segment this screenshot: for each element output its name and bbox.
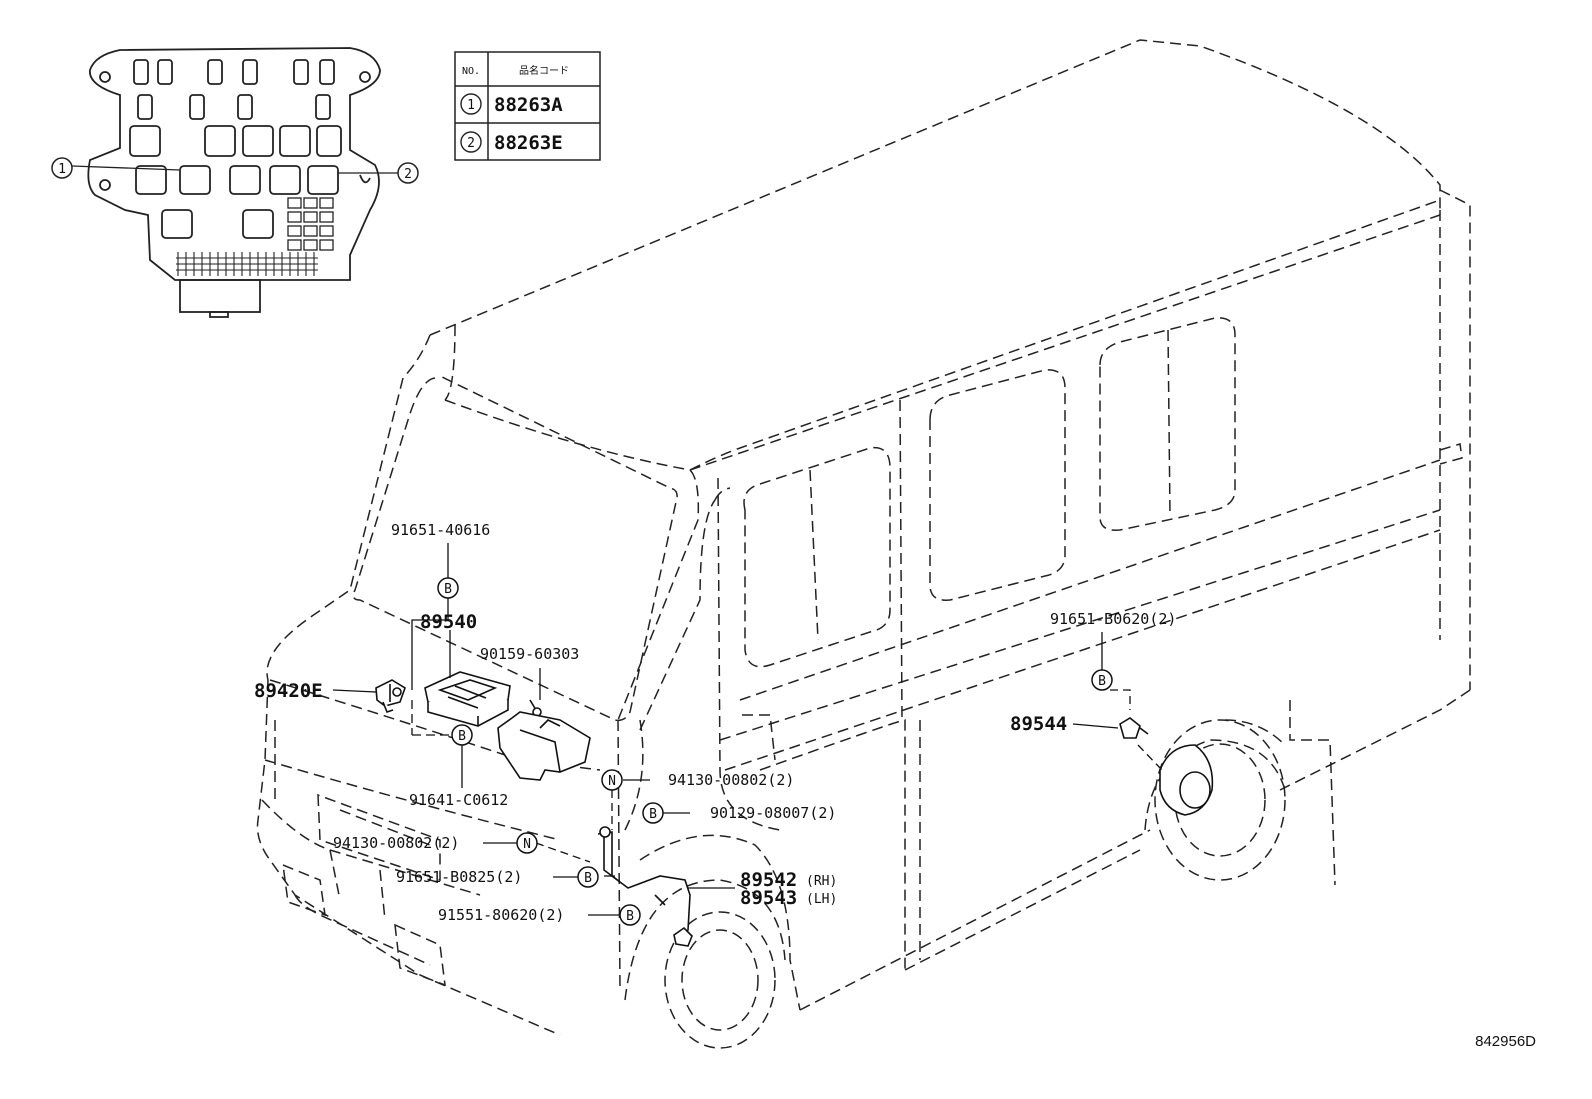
label-89420E: 89420E: [254, 680, 323, 702]
label-89542-side: (RH): [806, 874, 837, 889]
marker-b-5: B: [619, 904, 641, 926]
code-table: NO. 品名コード 1 88263A 2 88263E: [454, 51, 601, 161]
label-90129-08007: 90129-08007(2): [710, 804, 836, 822]
parts-drawings: [375, 671, 1214, 947]
table-row-1-code: 88263A: [494, 94, 563, 116]
label-94130-00802-left: 94130-00802(2): [333, 834, 459, 852]
marker-b-2: B: [451, 724, 473, 746]
label-89544: 89544: [1010, 713, 1067, 735]
marker-n-1: N: [601, 769, 623, 791]
svg-text:B: B: [1098, 674, 1106, 689]
label-91551-80620: 91551-80620(2): [438, 906, 564, 924]
svg-text:B: B: [649, 807, 657, 822]
inset-callout-1: 1: [51, 157, 181, 179]
label-89543: 89543: [740, 887, 797, 909]
label-89540: 89540: [420, 611, 477, 633]
label-94130-00802-right: 94130-00802(2): [668, 771, 794, 789]
marker-b-3: B: [642, 802, 664, 824]
marker-b-1: B: [437, 577, 459, 599]
marker-b-4: B: [577, 866, 599, 888]
svg-text:B: B: [444, 582, 452, 597]
svg-text:N: N: [608, 774, 616, 789]
table-header-code: 品名コード: [519, 64, 569, 77]
svg-text:N: N: [523, 837, 531, 852]
label-89543-side: (LH): [806, 892, 837, 907]
callout-1-text: 1: [58, 162, 66, 177]
drawing-id: 842956D: [1475, 1033, 1536, 1050]
marker-n-2: N: [516, 832, 538, 854]
marker-b-6: B: [1091, 669, 1113, 691]
table-row-2-code: 88263E: [494, 132, 563, 154]
label-89542: 89542: [740, 869, 797, 891]
label-90159-60303: 90159-60303: [480, 645, 579, 663]
svg-text:B: B: [626, 909, 634, 924]
callout-2-text: 2: [404, 167, 412, 182]
label-91651-40616: 91651-40616: [391, 521, 490, 539]
label-91651-B0825: 91651-B0825(2): [396, 868, 522, 886]
svg-text:B: B: [458, 729, 466, 744]
table-row-1-no: 1: [467, 98, 475, 113]
label-91641-C0612: 91641-C0612: [409, 791, 508, 809]
table-header-no: NO.: [462, 66, 480, 77]
leader-lines: [332, 543, 1163, 916]
label-91651-B0620: 91651-B0620(2): [1050, 610, 1176, 628]
inset-callout-2: 2: [338, 162, 419, 184]
van-body-outline: [256, 39, 1471, 1049]
svg-text:B: B: [584, 871, 592, 886]
table-row-2-no: 2: [467, 136, 475, 151]
junction-block-inset: [87, 47, 381, 318]
